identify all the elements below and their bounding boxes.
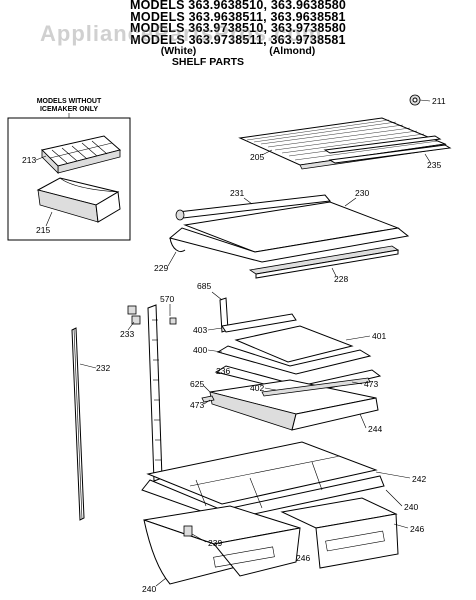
white-label: (White) (160, 45, 197, 57)
header: MODELS 363.9638510, 363.9638580 MODELS 3… (0, 0, 476, 68)
label-228: 228 (334, 274, 348, 284)
label-403: 403 (193, 325, 207, 335)
label-239: 239 (208, 538, 222, 548)
model-line-4: MODELS 363.9738511, 363.9738581 (130, 32, 346, 47)
ice-bin-215 (36, 177, 121, 223)
almond-label: (Almond) (269, 45, 316, 57)
cap-211 (409, 94, 421, 106)
shelf-rails-235 (323, 135, 452, 164)
inset-box: MODELS WITHOUT ICEMAKER ONLY 213 215 (7, 98, 131, 241)
ladder-rail-232 (71, 327, 85, 521)
label-473-right: 473 (364, 379, 378, 389)
label-240-left: 240 (142, 584, 156, 594)
ladder-rail-233 (127, 304, 177, 482)
label-235: 235 (427, 160, 441, 170)
label-246-left: 246 (296, 553, 310, 563)
label-625: 625 (190, 379, 204, 389)
label-246-right: 246 (410, 524, 424, 534)
model-line-3: MODELS 363.9738510, 363.9738580 (129, 21, 347, 35)
label-473-left: 473 (190, 400, 204, 410)
label-205: 205 (250, 152, 264, 162)
glass-shelf-assembly (168, 194, 410, 279)
label-685: 685 (197, 281, 211, 291)
label-242: 242 (412, 474, 426, 484)
label-232: 232 (96, 363, 110, 373)
label-244: 244 (368, 424, 382, 434)
inset-title-2: ICEMAKER ONLY (40, 106, 98, 113)
label-570: 570 (160, 294, 174, 304)
section-title: SHELF PARTS (171, 56, 245, 68)
label-213: 213 (22, 155, 36, 165)
label-215: 215 (36, 225, 50, 235)
label-233: 233 (120, 329, 134, 339)
label-236: 236 (216, 366, 230, 376)
model-line-1: MODELS 363.9638510, 363.9638580 (129, 0, 347, 12)
color-labels: (White) (Almond) (0, 46, 476, 57)
label-229: 229 (154, 263, 168, 273)
ice-tray-213 (41, 135, 122, 174)
label-401: 401 (372, 331, 386, 341)
model-line-2: MODELS 363.9638511, 363.9638581 (130, 9, 346, 24)
label-400: 400 (193, 345, 207, 355)
label-231: 231 (230, 188, 244, 198)
label-230: 230 (355, 188, 369, 198)
label-402: 402 (250, 383, 264, 393)
slide-shelf-assembly (201, 297, 382, 431)
label-211: 211 (432, 96, 446, 106)
inset-title-1: MODELS WITHOUT (37, 98, 102, 105)
crisper-assembly (141, 441, 399, 585)
watermark: AppliancePartsPros.com (40, 21, 323, 46)
label-240-right: 240 (404, 502, 418, 512)
